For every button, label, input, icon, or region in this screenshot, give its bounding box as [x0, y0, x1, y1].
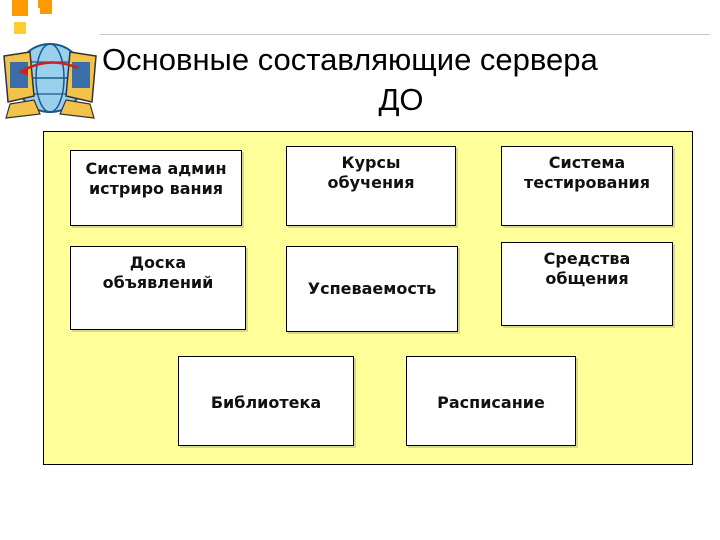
box-testing-system-label: Система тестирования: [524, 153, 650, 192]
globe-computers-icon: [0, 36, 100, 122]
box-library-label: Библиотека: [210, 393, 322, 412]
title-line-1: Основные составляющие сервера: [102, 42, 598, 77]
box-schedule: Расписание: [406, 356, 576, 446]
box-communication: Средства общения: [501, 242, 673, 326]
title-rule: [100, 34, 710, 35]
box-bulletin-board-label: Доска объявлений: [102, 253, 214, 292]
box-progress: Успеваемость: [286, 246, 458, 332]
box-courses-label: Курсы обучения: [327, 153, 415, 192]
box-library: Библиотека: [178, 356, 354, 446]
box-schedule-label: Расписание: [437, 393, 545, 412]
box-admin-system: Система администриро вания: [70, 150, 242, 226]
title-line-2: ДО: [378, 82, 424, 117]
box-courses: Курсы обучения: [286, 146, 456, 226]
box-bulletin-board: Доска объявлений: [70, 246, 246, 330]
corner-squares-icon: [0, 0, 60, 40]
box-testing-system: Система тестирования: [501, 146, 673, 226]
page-title: Основные составляющие сервера ДО: [96, 40, 706, 120]
box-progress-label: Успеваемость: [307, 279, 437, 298]
box-communication-label: Средства общения: [543, 249, 631, 288]
box-admin-system-label: Система администриро вания: [85, 159, 227, 198]
